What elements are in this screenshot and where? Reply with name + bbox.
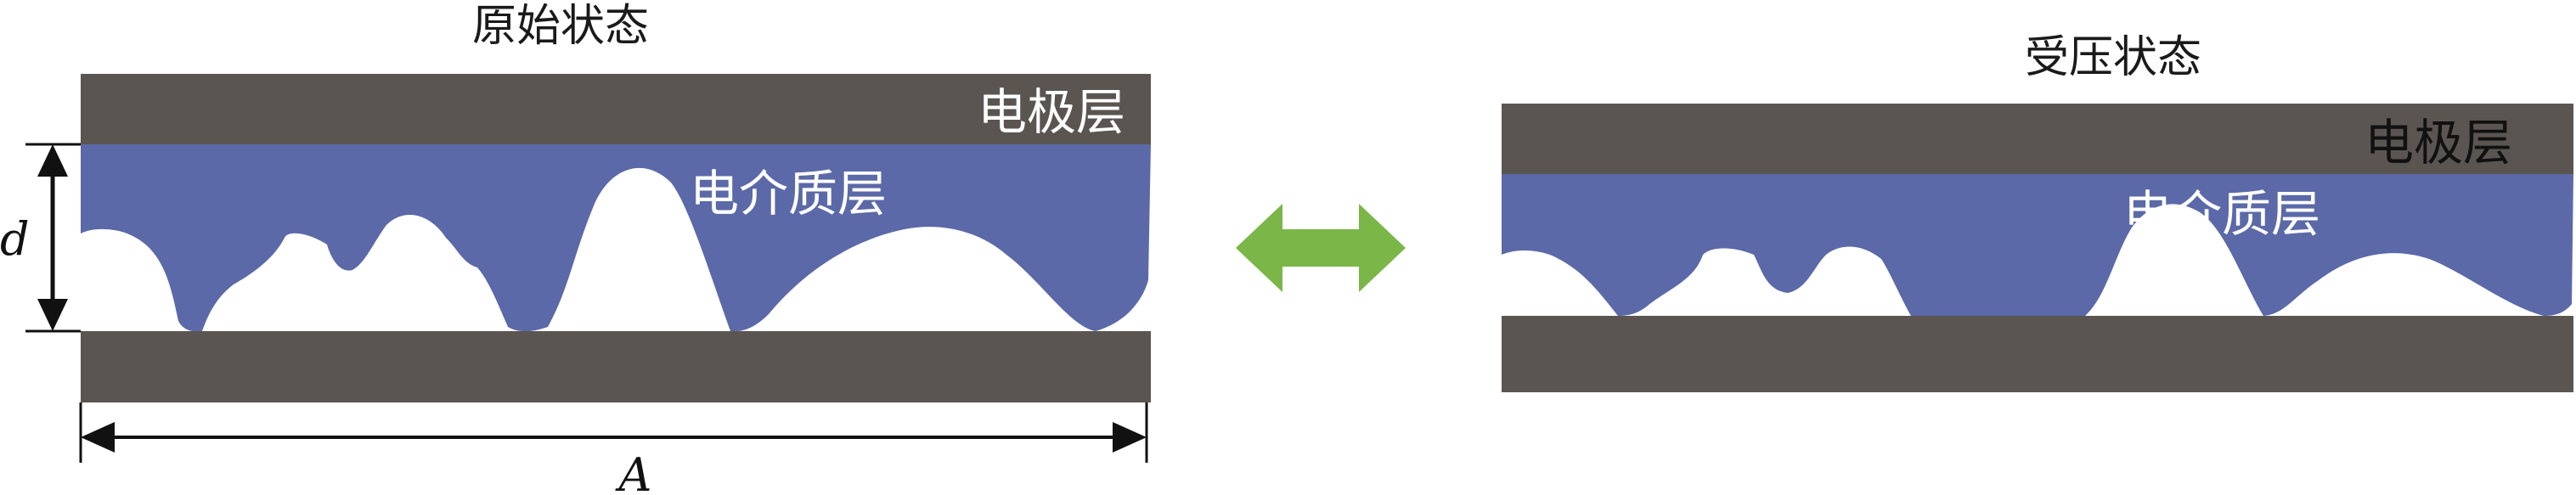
original-state-title: 原始状态 bbox=[472, 1, 649, 52]
thickness-arrow-up bbox=[37, 144, 68, 177]
original-state-panel: 原始状态 电极层 电介质层 d A bbox=[0, 1, 1151, 495]
compressed-state-panel: 受压状态 电极层 电介质层 bbox=[1502, 32, 2573, 392]
area-symbol: A bbox=[615, 448, 652, 495]
compressed-dielectric-label: 电介质层 bbox=[2123, 185, 2320, 243]
original-bottom-electrode bbox=[81, 331, 1151, 402]
original-top-electrode bbox=[81, 74, 1151, 144]
compressed-top-electrode bbox=[1502, 104, 2573, 174]
area-arrow-left bbox=[81, 422, 115, 453]
area-arrow-right bbox=[1113, 422, 1147, 453]
thickness-symbol: d bbox=[0, 212, 30, 266]
original-dielectric-layer bbox=[81, 144, 1151, 332]
original-dielectric-label: 电介质层 bbox=[690, 165, 887, 222]
compressed-state-title: 受压状态 bbox=[2025, 32, 2201, 83]
original-electrode-label: 电极层 bbox=[978, 83, 1125, 141]
compressed-dielectric-layer bbox=[1502, 174, 2573, 316]
thickness-arrow-down bbox=[37, 299, 68, 331]
compressed-bottom-electrode bbox=[1502, 316, 2573, 392]
compressed-electrode-label: 电极层 bbox=[2365, 114, 2512, 172]
double-arrow-icon bbox=[1236, 204, 1406, 292]
